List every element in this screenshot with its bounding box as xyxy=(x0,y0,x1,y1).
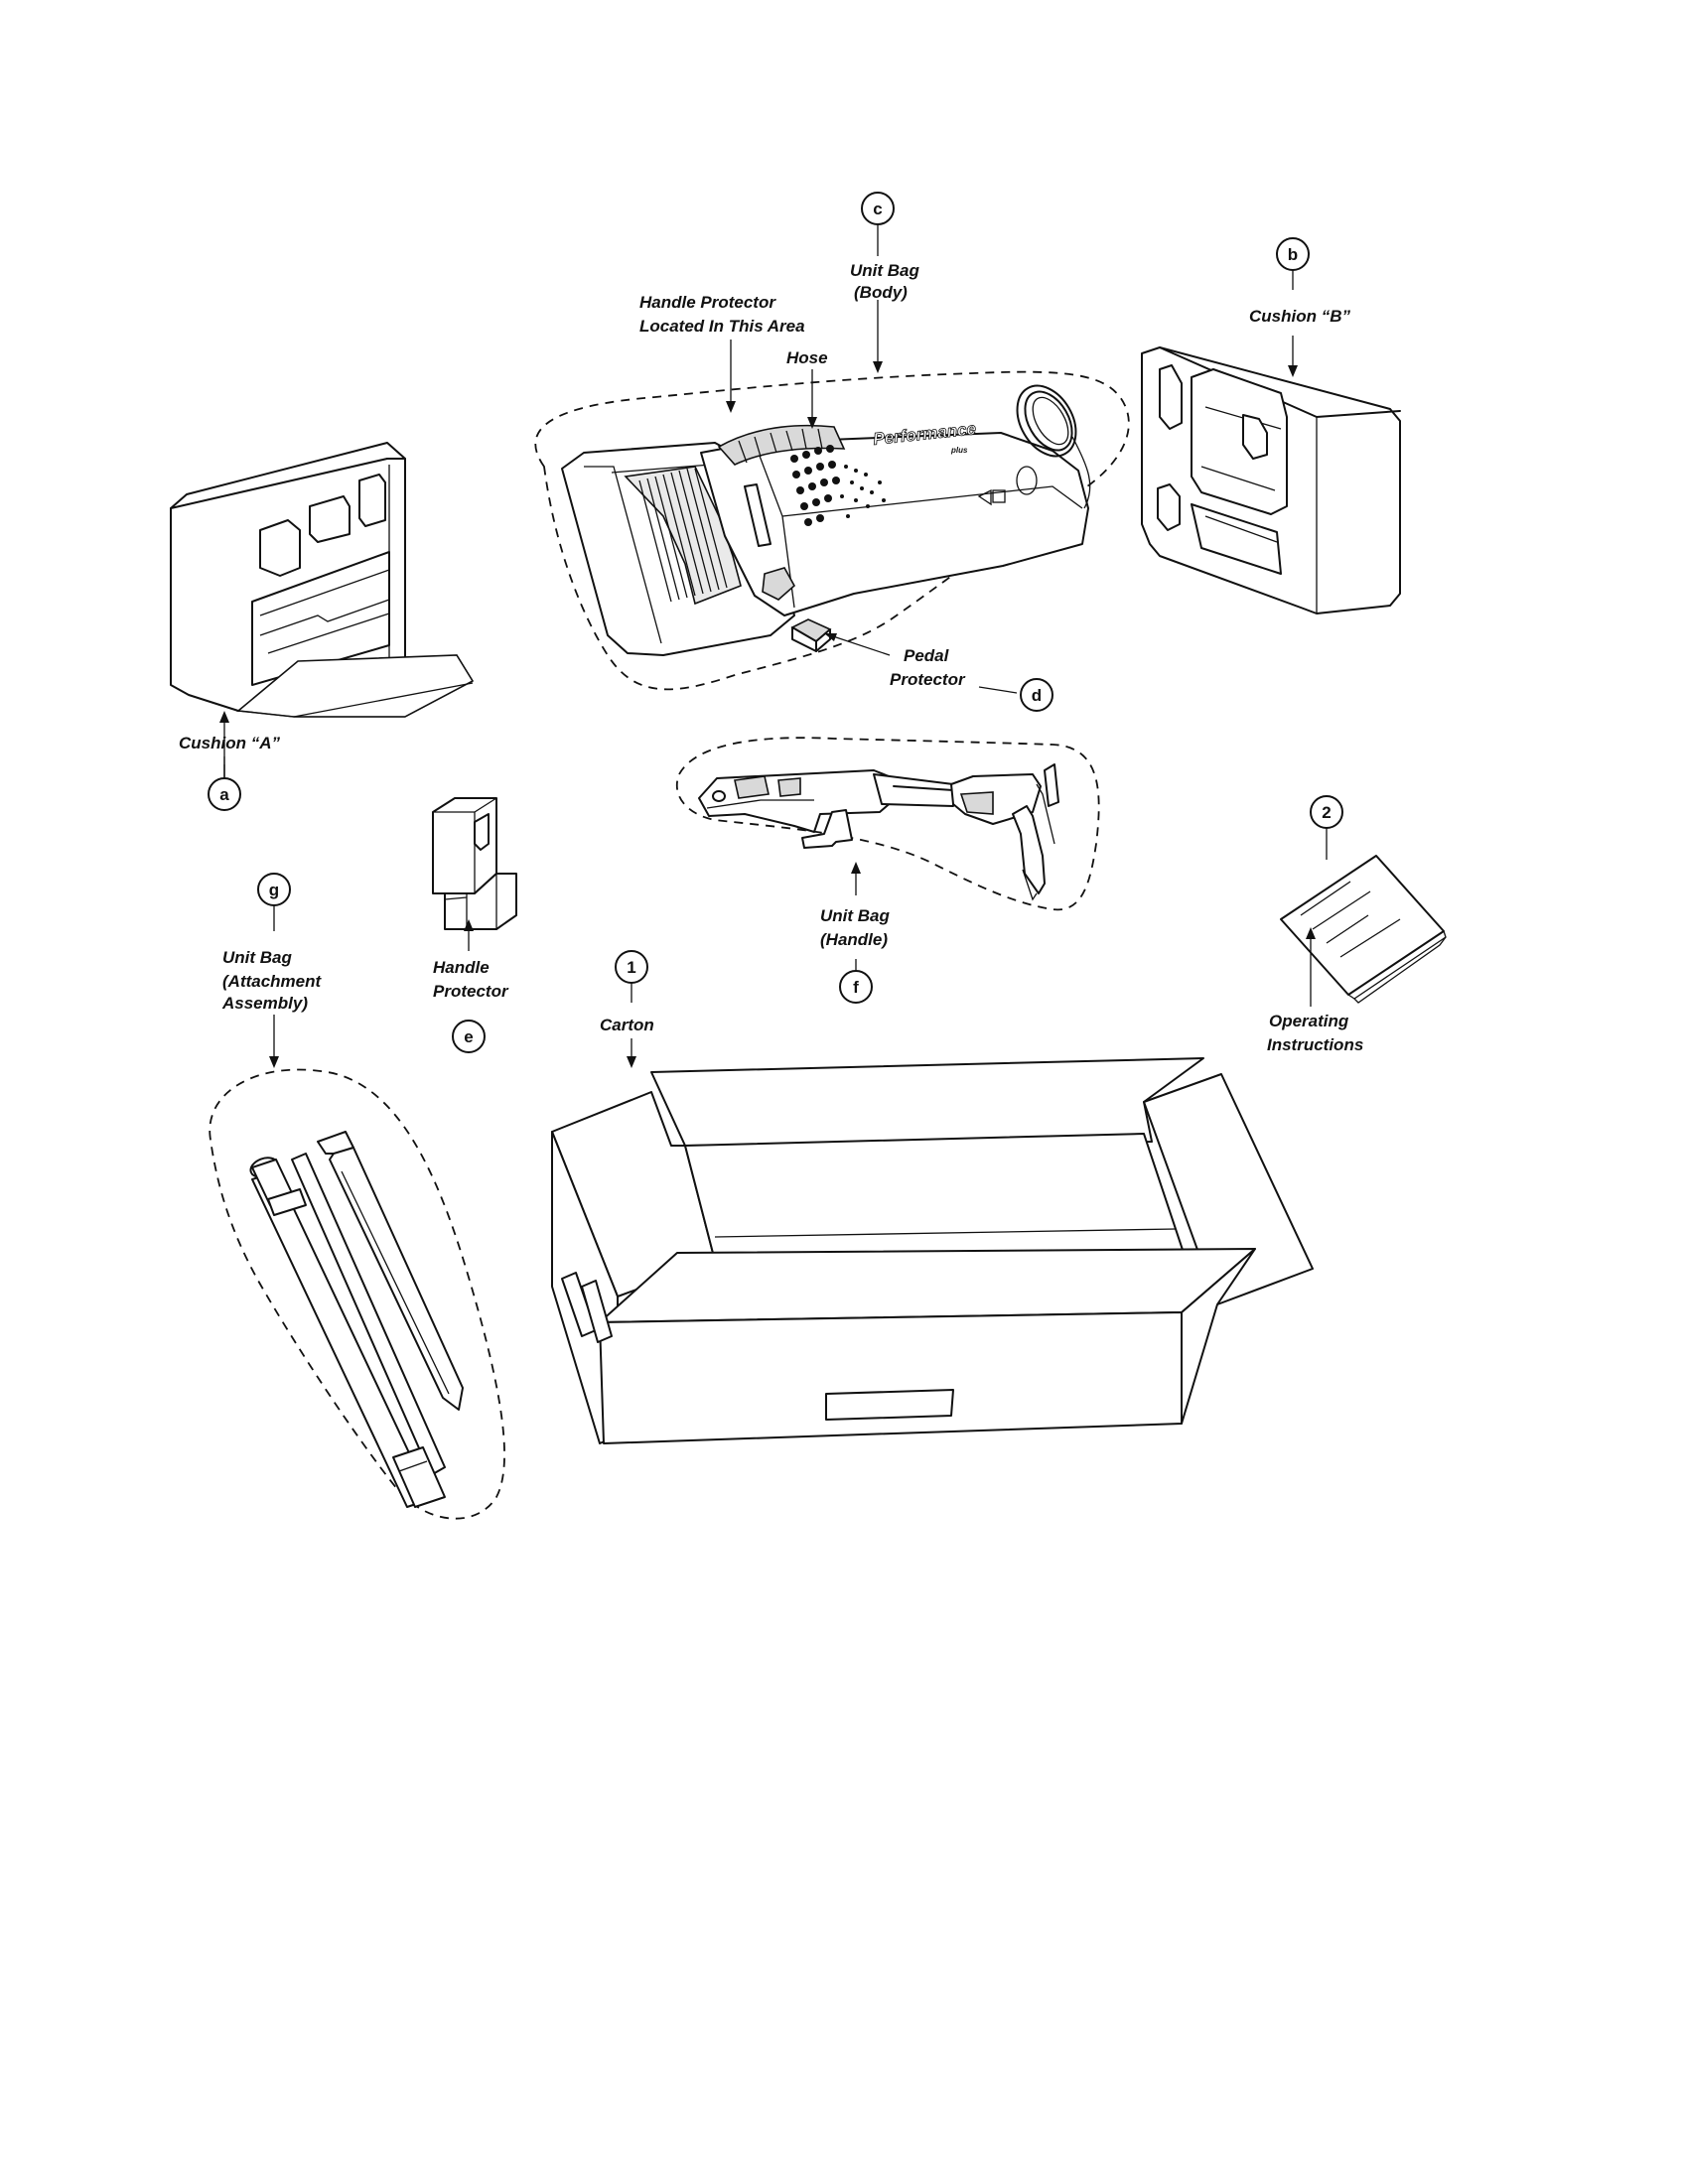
unit-bag-handle-outline xyxy=(675,737,1100,911)
attachment-assembly-illustration xyxy=(209,1068,505,1520)
label-cushion-a: Cushion “A” xyxy=(179,734,280,752)
handle-protector-illustration xyxy=(432,797,517,930)
label-unit-bag-body-line1: Unit Bag xyxy=(850,261,920,280)
cushion-b-illustration xyxy=(1141,346,1401,614)
vacuum-handle-illustration xyxy=(675,737,1100,911)
svg-text:e: e xyxy=(464,1027,473,1046)
label-unit-bag-attachment-line2: (Attachment xyxy=(222,972,323,991)
label-unit-bag-attachment-line1: Unit Bag xyxy=(222,948,293,967)
label-handle-protector-line2: Protector xyxy=(433,982,509,1001)
unit-bag-body-outline xyxy=(534,370,1130,691)
label-cushion-b: Cushion “B” xyxy=(1249,307,1350,326)
callout-e: e xyxy=(452,1020,486,1053)
label-pedal-protector-line2: Protector xyxy=(890,670,966,689)
callout-b: b xyxy=(1276,237,1310,271)
unit-bag-attachment-outline xyxy=(209,1068,505,1520)
label-unit-bag-attachment-line3: Assembly) xyxy=(221,994,308,1013)
label-handle-protector-area-line2: Located In This Area xyxy=(639,317,805,336)
label-unit-bag-handle-line1: Unit Bag xyxy=(820,906,891,925)
callout-g: g xyxy=(257,873,291,906)
cushion-a-illustration xyxy=(170,442,475,718)
svg-text:f: f xyxy=(853,978,859,997)
brand-logo-subtext: plus xyxy=(950,446,968,455)
label-unit-bag-handle-line2: (Handle) xyxy=(820,930,888,949)
label-pedal-protector-line1: Pedal xyxy=(904,646,950,665)
callout-1: 1 xyxy=(615,950,648,984)
svg-text:b: b xyxy=(1288,245,1298,264)
svg-text:d: d xyxy=(1032,686,1042,705)
callout-a: a xyxy=(208,777,241,811)
svg-text:a: a xyxy=(219,785,229,804)
label-operating-instructions-line1: Operating xyxy=(1269,1012,1349,1030)
carton-illustration xyxy=(551,1057,1314,1444)
label-handle-protector-line1: Handle xyxy=(433,958,490,977)
callout-d: d xyxy=(1020,678,1053,712)
svg-text:c: c xyxy=(873,200,882,218)
svg-text:2: 2 xyxy=(1322,803,1331,822)
svg-text:g: g xyxy=(269,881,279,899)
callout-c: c xyxy=(861,192,895,225)
callout-2: 2 xyxy=(1310,795,1343,829)
label-hose: Hose xyxy=(786,348,828,367)
vacuum-body-illustration: Performance plus xyxy=(534,370,1130,691)
label-operating-instructions-line2: Instructions xyxy=(1267,1035,1363,1054)
callout-f: f xyxy=(839,970,873,1004)
label-carton: Carton xyxy=(600,1016,654,1034)
label-handle-protector-area-line1: Handle Protector xyxy=(639,293,776,312)
label-unit-bag-body-line2: (Body) xyxy=(854,283,908,302)
operating-instructions-illustration xyxy=(1280,855,1447,1004)
svg-text:1: 1 xyxy=(627,958,635,977)
